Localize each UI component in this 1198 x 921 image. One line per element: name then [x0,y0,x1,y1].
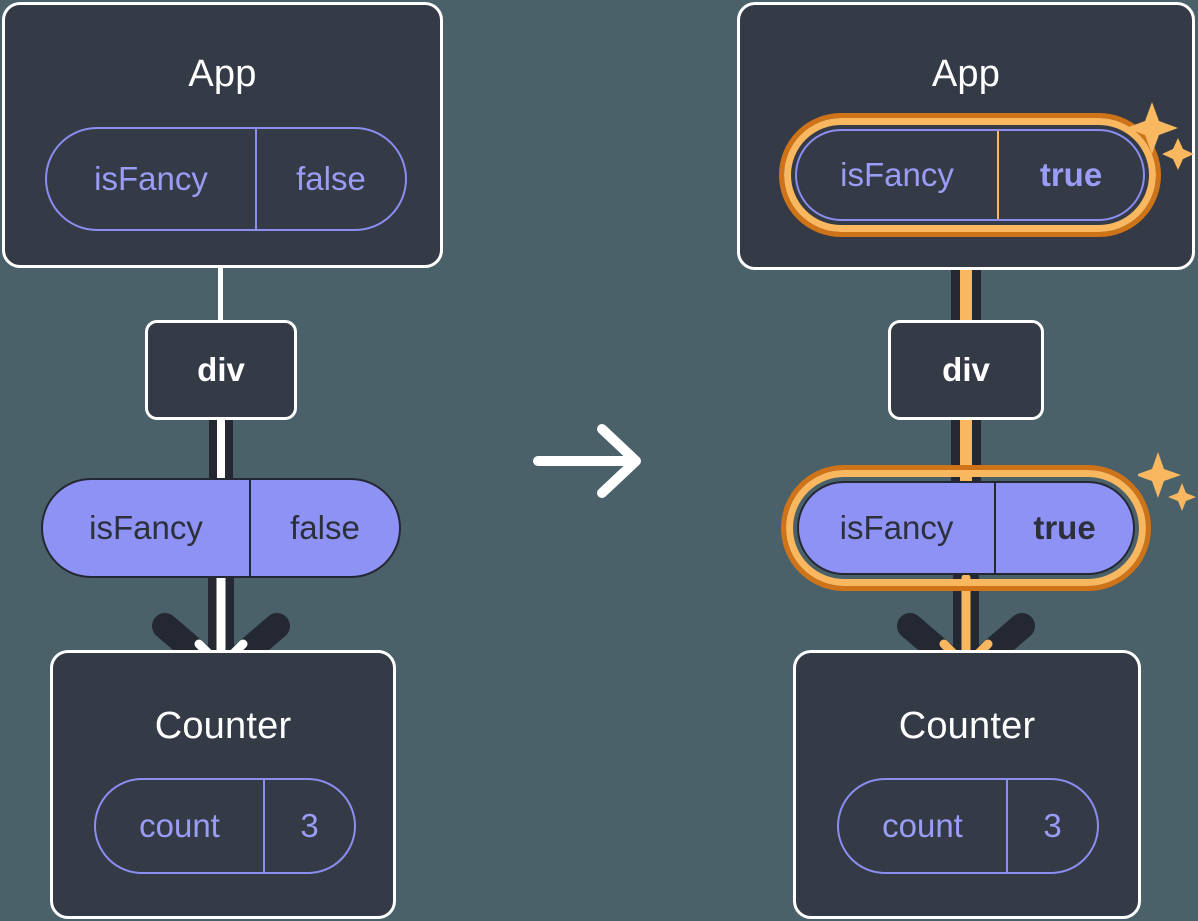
state-pill-key-counter-left: count [139,807,220,844]
prop-pill-value-right: true [1033,509,1096,546]
component-box-counter-right: Counter count 3 [793,650,1141,919]
counter-title-left: Counter [154,705,292,747]
app-title-left: App [188,53,257,95]
state-pill-key-app-left: isFancy [94,160,208,197]
dom-node-div-right: div [888,320,1044,420]
prop-pill-divider-left [249,480,251,576]
state-pill-counter-left: count 3 [94,778,356,874]
dom-node-div-label-left: div [197,351,245,388]
state-pill-key-app-right: isFancy [840,156,954,193]
prop-pill-left: isFancy false [41,478,401,578]
prop-pill-key-right: isFancy [839,509,954,546]
dom-node-div-left: div [145,320,297,420]
state-pill-divider-counter-right [1006,780,1008,872]
state-pill-value-counter-left: 3 [300,807,319,844]
state-pill-divider-app-left [255,129,257,229]
state-pill-counter-right: count 3 [837,778,1099,874]
state-pill-app-right: isFancy true [795,129,1145,221]
state-pill-value-app-right: true [1039,156,1103,193]
sparkles-icon-prop-right [1138,452,1196,511]
state-pill-value-counter-right: 3 [1043,807,1062,844]
prop-pill-right: isFancy true [797,481,1135,575]
component-box-app-left: App isFancy false [2,2,443,268]
component-box-counter-left: Counter count 3 [50,650,396,919]
connector-div-to-prop-left-dark-a [209,418,217,488]
connector-div-to-prop-left-white [217,418,225,488]
prop-pill-value-left: false [290,509,360,546]
state-pill-divider-app-right [997,131,999,219]
connector-app-to-div-left [218,266,223,322]
prop-pill-key-left: isFancy [89,509,203,546]
connector-div-to-prop-right-dark-a [951,418,960,488]
state-pill-value-app-left: false [296,160,366,197]
app-title-right: App [931,53,1001,95]
connector-div-to-prop-left-dark-b [225,418,233,488]
connector-div-to-prop-right-dark-b [972,418,981,488]
counter-title-right: Counter [898,705,1036,747]
state-pill-key-counter-right: count [882,807,963,844]
transition-right-arrow-icon [533,424,641,498]
state-pill-divider-counter-left [263,780,265,872]
highlight-ring-prop-right [781,465,1151,591]
sparkles-icon-app-right [1128,102,1194,170]
prop-pill-divider-right [994,483,996,573]
state-pill-app-left: isFancy false [45,127,407,231]
dom-node-div-label-right: div [942,351,990,388]
highlight-ring-app-right [779,113,1161,237]
